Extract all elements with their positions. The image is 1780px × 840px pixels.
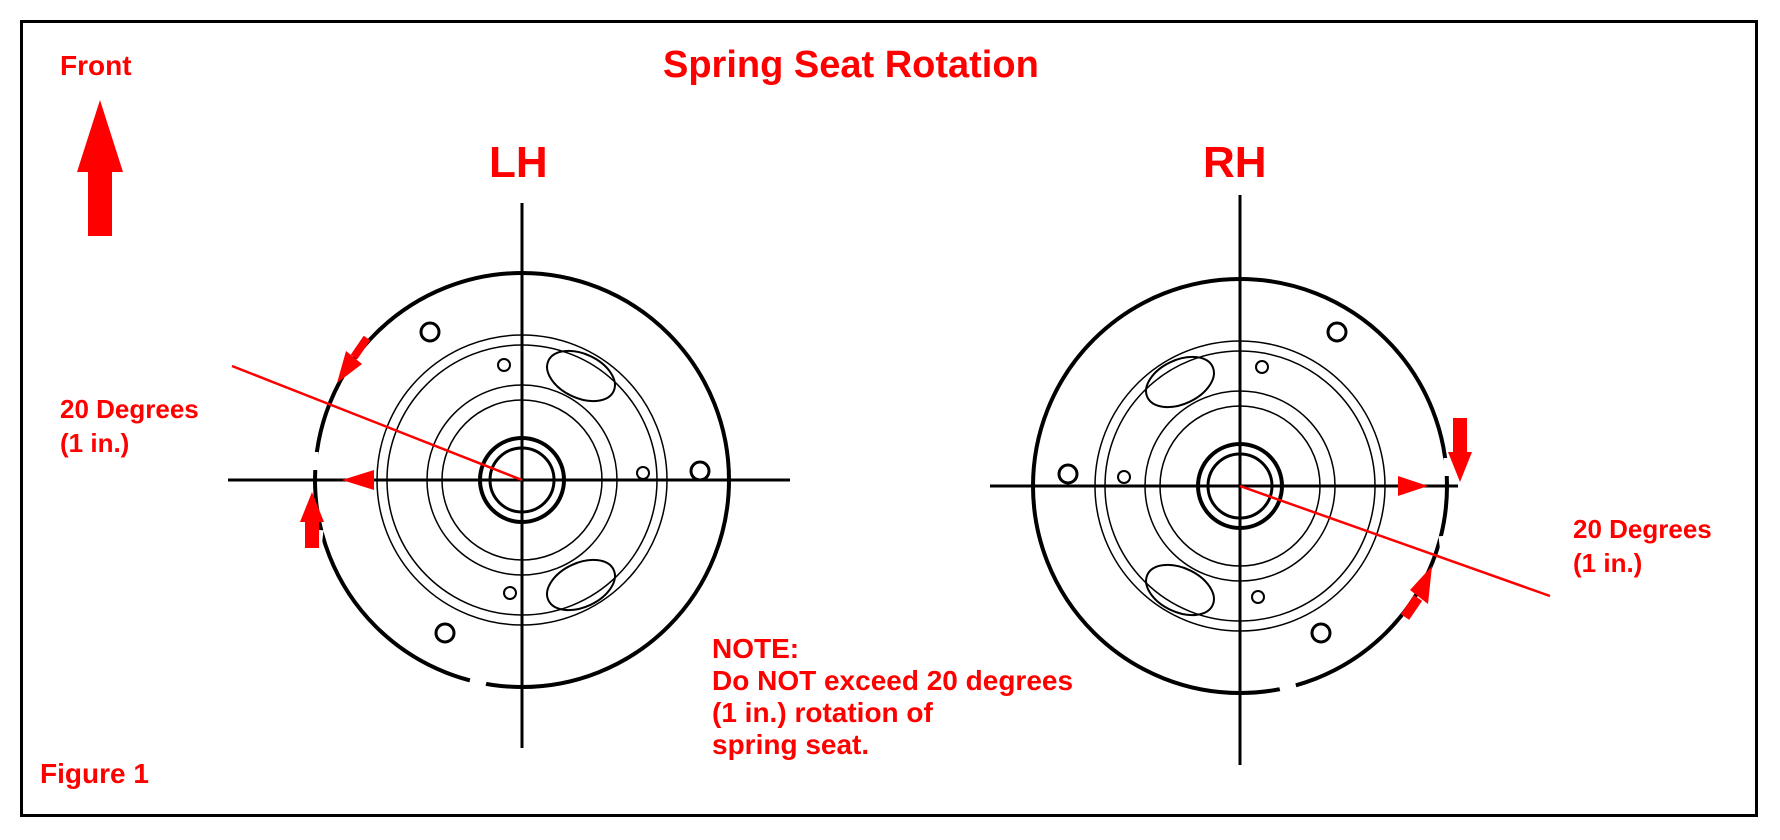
rh-view-label: RH (1203, 138, 1267, 187)
rh-bolt-hole (1326, 321, 1348, 343)
lh-bolt-hole (419, 321, 441, 343)
lh-center-arrow (342, 470, 374, 490)
lh-angle-line (231, 364, 523, 482)
lh-angle-inches: (1 in.) (60, 428, 130, 458)
lh-angle-callout: 20 Degrees (1 in.) (60, 392, 199, 460)
rh-angle-inches: (1 in.) (1573, 548, 1643, 578)
lh-bolt-hole (434, 622, 456, 644)
rh-small-hole (1117, 470, 1131, 484)
lh-bolt-hole (689, 460, 711, 482)
figure-frame (20, 20, 1758, 817)
front-arrow (77, 100, 123, 236)
lh-small-hole (497, 358, 511, 372)
lh-bottom-arrow (300, 492, 324, 522)
rh-small-hole (1255, 360, 1269, 374)
lh-angle-degrees: 20 Degrees (60, 394, 199, 424)
diagram-title: Spring Seat Rotation (663, 44, 1039, 86)
note-heading: NOTE: (712, 633, 800, 664)
rh-angle-degrees: 20 Degrees (1573, 514, 1712, 544)
note-line: Do NOT exceed 20 degrees (712, 665, 1074, 696)
rh-center-arrow (1398, 476, 1428, 496)
note-line: spring seat. (712, 729, 870, 760)
rh-lower-lobe (1145, 563, 1215, 617)
lh-small-hole (503, 586, 517, 600)
rh-bolt-hole (1057, 463, 1079, 485)
lh-top-arrow (337, 351, 362, 383)
lh-small-hole (636, 466, 650, 480)
rh-rim-notches (1114, 272, 1451, 694)
lh-upper-lobe (546, 349, 616, 403)
lh-crosshair (228, 203, 790, 748)
note-line: (1 in.) rotation of (712, 697, 933, 728)
note-block: NOTE: Do NOT exceed 20 degrees (1 in.) r… (712, 633, 1073, 761)
rh-crosshair (990, 195, 1458, 765)
lh-lower-lobe (546, 558, 616, 612)
lh-view-label: LH (489, 138, 548, 187)
front-label: Front (60, 50, 132, 81)
rh-upper-lobe (1145, 355, 1215, 409)
rh-bottom-arrow (1410, 566, 1432, 604)
figure-label: Figure 1 (40, 758, 149, 789)
rh-angle-line (1239, 484, 1551, 598)
rh-top-arrow (1448, 452, 1472, 482)
rh-angle-callout: 20 Degrees (1 in.) (1573, 512, 1712, 580)
rh-small-hole (1251, 590, 1265, 604)
rh-bolt-hole (1310, 622, 1332, 644)
